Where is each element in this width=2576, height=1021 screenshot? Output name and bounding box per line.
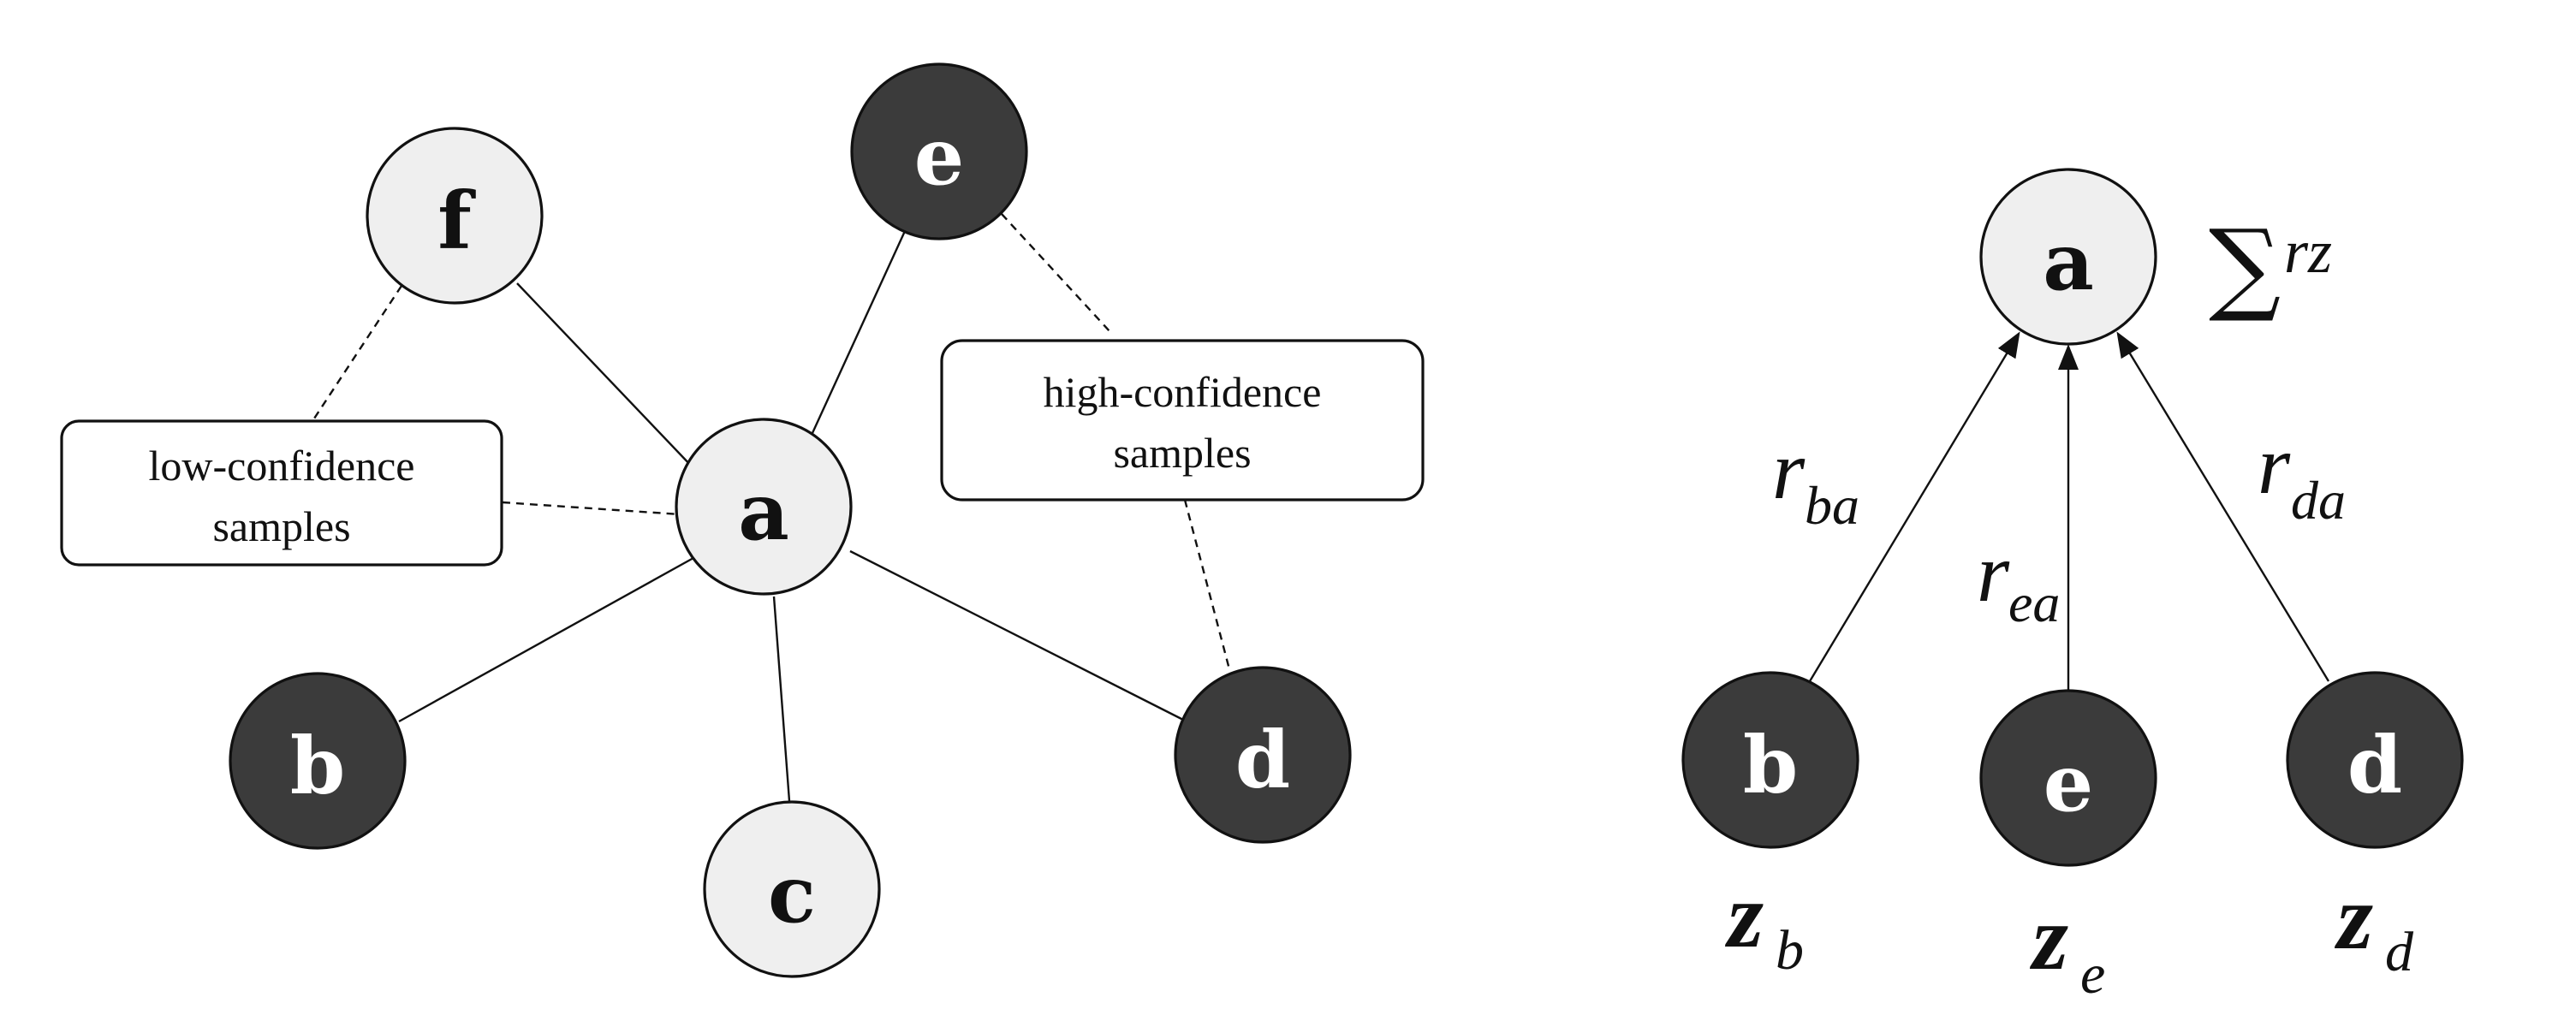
arrow-d-to-a xyxy=(2116,331,2330,682)
right-graph: a ∑ rz r ba r ea r da b e xyxy=(1681,168,2464,1006)
source-node-e: e xyxy=(1979,689,2157,867)
high-confidence-line1: high-confidence xyxy=(1044,368,1322,416)
node-f-label: f xyxy=(437,175,476,267)
z-d-main: z xyxy=(2334,867,2373,969)
node-b-label: b xyxy=(290,720,345,812)
edge-a-e xyxy=(811,230,907,434)
weight-r-da-main: r xyxy=(2258,419,2291,512)
low-confidence-line2: samples xyxy=(212,502,350,550)
callout-connector-high-e xyxy=(1001,213,1111,333)
z-b-sub: b xyxy=(1776,919,1804,982)
z-e-label: z e xyxy=(2029,887,2105,1006)
source-node-d-label: d xyxy=(2347,719,2402,811)
node-f: f xyxy=(366,127,544,305)
weight-r-ea-main: r xyxy=(1977,527,2010,620)
weight-r-ba-sub: ba xyxy=(1805,475,1859,536)
weight-r-da: r da xyxy=(2258,419,2346,531)
sum-rz: rz xyxy=(2284,217,2332,286)
callout-connector-high-d xyxy=(1183,499,1231,670)
callout-connector-low-a xyxy=(502,501,681,516)
z-b-main: z xyxy=(1724,865,1764,967)
node-d-label: d xyxy=(1235,714,1290,806)
target-node-a-label: a xyxy=(2043,216,2094,308)
weight-r-da-sub: da xyxy=(2291,470,2346,531)
high-confidence-callout: high-confidence samples xyxy=(940,339,1425,502)
z-d-sub: d xyxy=(2385,921,2414,983)
target-node-a: a xyxy=(1979,168,2157,346)
z-d-label: z d xyxy=(2334,867,2414,983)
low-confidence-line1: low-confidence xyxy=(149,442,415,490)
high-confidence-line2: samples xyxy=(1113,429,1251,477)
node-c: c xyxy=(703,800,881,978)
low-confidence-callout: low-confidence samples xyxy=(60,419,503,567)
node-e-label: e xyxy=(914,110,965,203)
node-d: d xyxy=(1174,666,1352,844)
edge-a-b xyxy=(398,556,694,723)
edge-a-f xyxy=(516,282,693,468)
edge-a-d xyxy=(849,549,1187,723)
edge-a-c xyxy=(772,596,791,802)
sum-symbol: ∑ xyxy=(2209,207,2281,325)
z-b-label: z b xyxy=(1724,865,1804,982)
source-node-b-label: b xyxy=(1743,719,1798,811)
arrow-b-to-a xyxy=(1808,331,2020,682)
node-b: b xyxy=(229,672,407,850)
source-node-d: d xyxy=(2286,671,2464,849)
source-node-b: b xyxy=(1681,671,1859,849)
callout-connector-low-f xyxy=(311,285,403,422)
weight-r-ea: r ea xyxy=(1977,527,2060,633)
weight-r-ba-main: r xyxy=(1772,424,1806,517)
node-e: e xyxy=(850,62,1028,240)
z-e-sub: e xyxy=(2080,943,2105,1006)
weight-r-ba: r ba xyxy=(1772,424,1859,536)
source-node-e-label: e xyxy=(2044,737,2094,829)
z-e-main: z xyxy=(2029,887,2068,989)
aggregate-sum: ∑ rz xyxy=(2209,207,2332,325)
node-c-label: c xyxy=(768,848,816,941)
left-graph: low-confidence samples high-confidence s… xyxy=(60,62,1425,978)
node-a: a xyxy=(675,418,853,596)
weight-r-ea-sub: ea xyxy=(2008,573,2060,633)
node-a-label: a xyxy=(738,466,789,558)
